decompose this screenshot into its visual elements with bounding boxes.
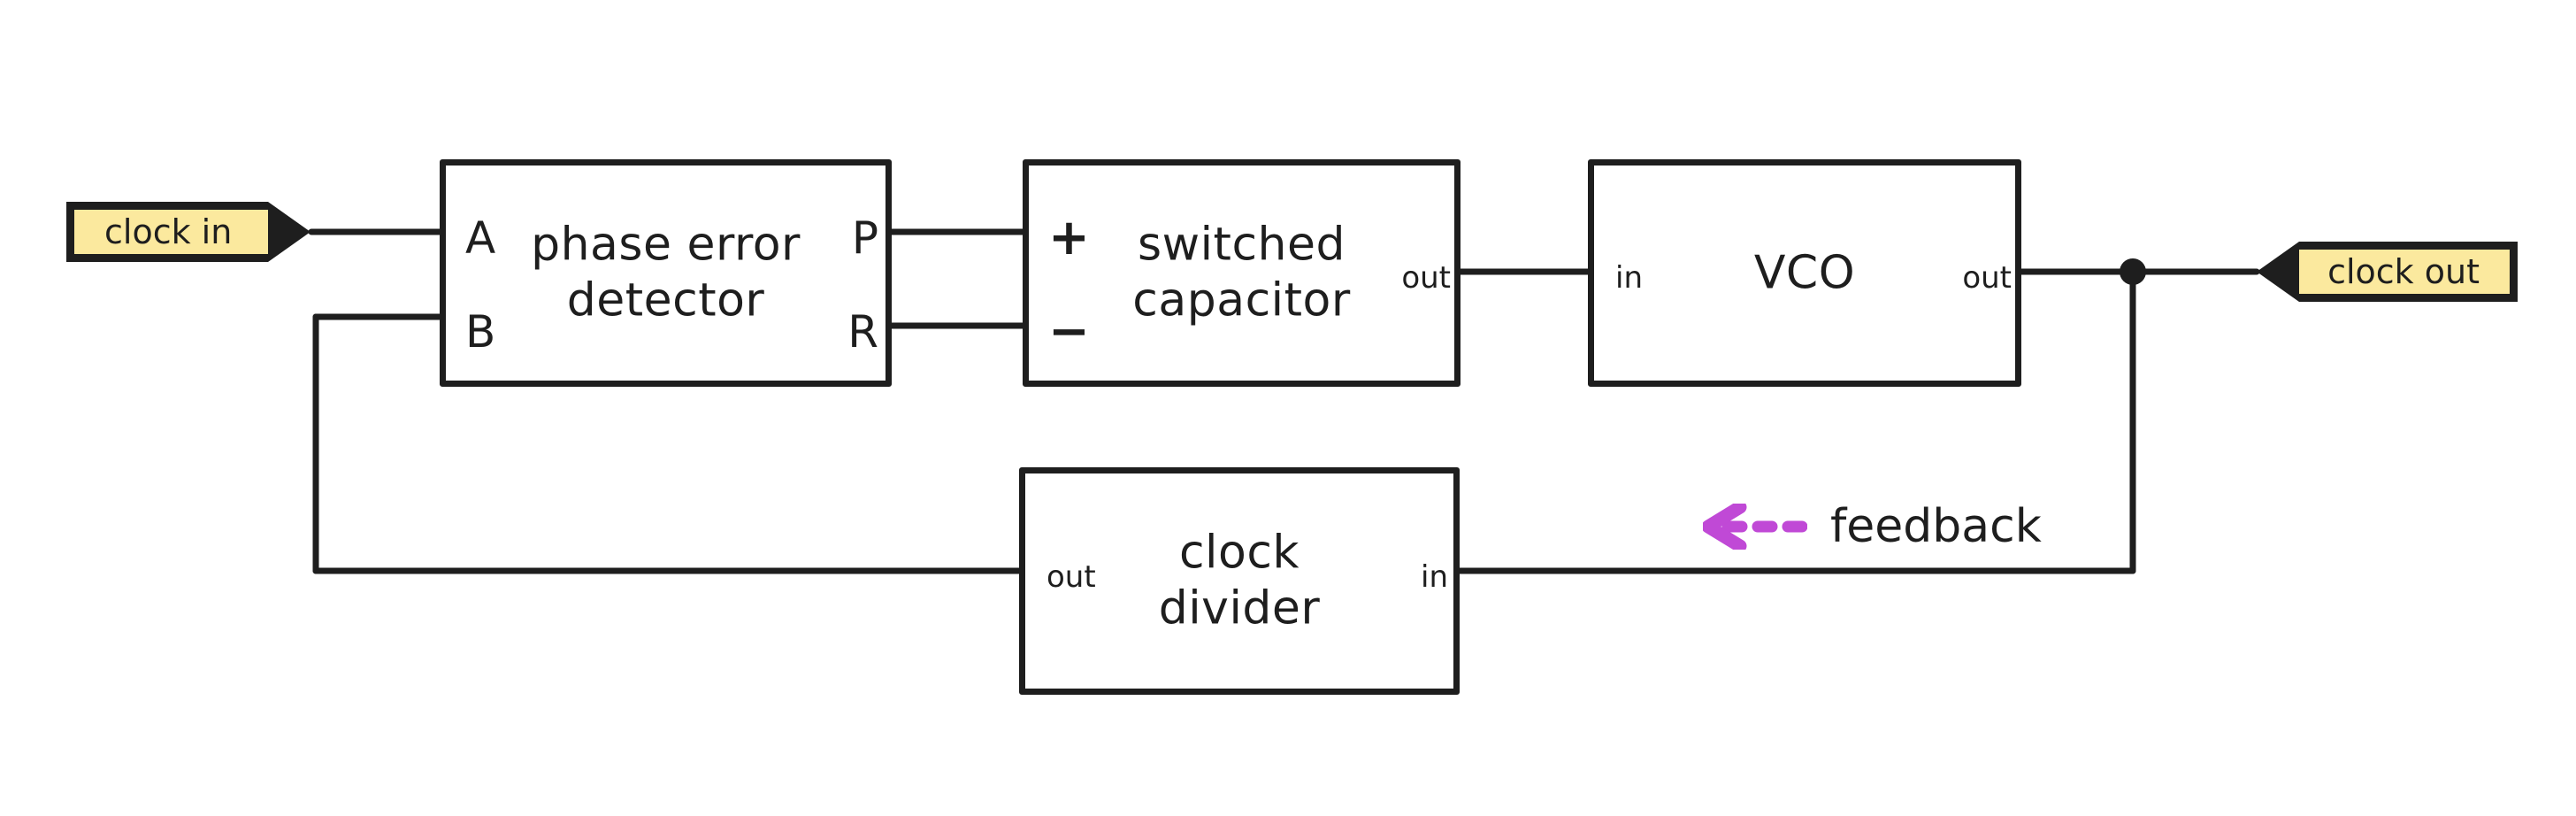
flag-clock-in[interactable]: clock in [66, 202, 310, 262]
port-switched-capacitor-plus[interactable]: + [1048, 209, 1090, 266]
flag-clock-out[interactable]: clock out [2257, 242, 2518, 302]
block-vco-title: VCO [1753, 245, 1856, 299]
block-switched-capacitor[interactable]: switched capacitor + − out [1023, 159, 1460, 387]
block-phase-error-detector-title: phase error detector [531, 218, 801, 327]
flag-clock-out-label: clock out [2327, 252, 2480, 291]
dashed-left-arrow-icon [1701, 500, 1808, 553]
port-clock-divider-in[interactable]: in [1421, 559, 1448, 595]
port-switched-capacitor-out[interactable]: out [1401, 260, 1451, 296]
port-phase-error-detector-r[interactable]: R [847, 306, 878, 358]
junction-dot [2120, 258, 2146, 285]
annotation-feedback-label: feedback [1830, 500, 2042, 553]
port-switched-capacitor-minus[interactable]: − [1048, 303, 1090, 360]
block-vco[interactable]: VCO in out [1588, 159, 2021, 387]
block-clock-divider[interactable]: clock divider out in [1019, 467, 1460, 695]
port-vco-out[interactable]: out [1962, 260, 2012, 296]
port-phase-error-detector-p[interactable]: P [851, 212, 878, 264]
block-clock-divider-title: clock divider [1158, 526, 1321, 635]
port-clock-divider-out[interactable]: out [1046, 559, 1096, 595]
annotation-feedback[interactable]: feedback [1701, 500, 2042, 553]
port-phase-error-detector-b[interactable]: B [465, 306, 496, 358]
port-phase-error-detector-a[interactable]: A [465, 212, 496, 264]
port-vco-in[interactable]: in [1615, 260, 1643, 296]
block-switched-capacitor-title: switched capacitor [1132, 218, 1351, 327]
flag-clock-in-label: clock in [104, 212, 233, 251]
block-phase-error-detector[interactable]: phase error detector A B P R [440, 159, 892, 387]
